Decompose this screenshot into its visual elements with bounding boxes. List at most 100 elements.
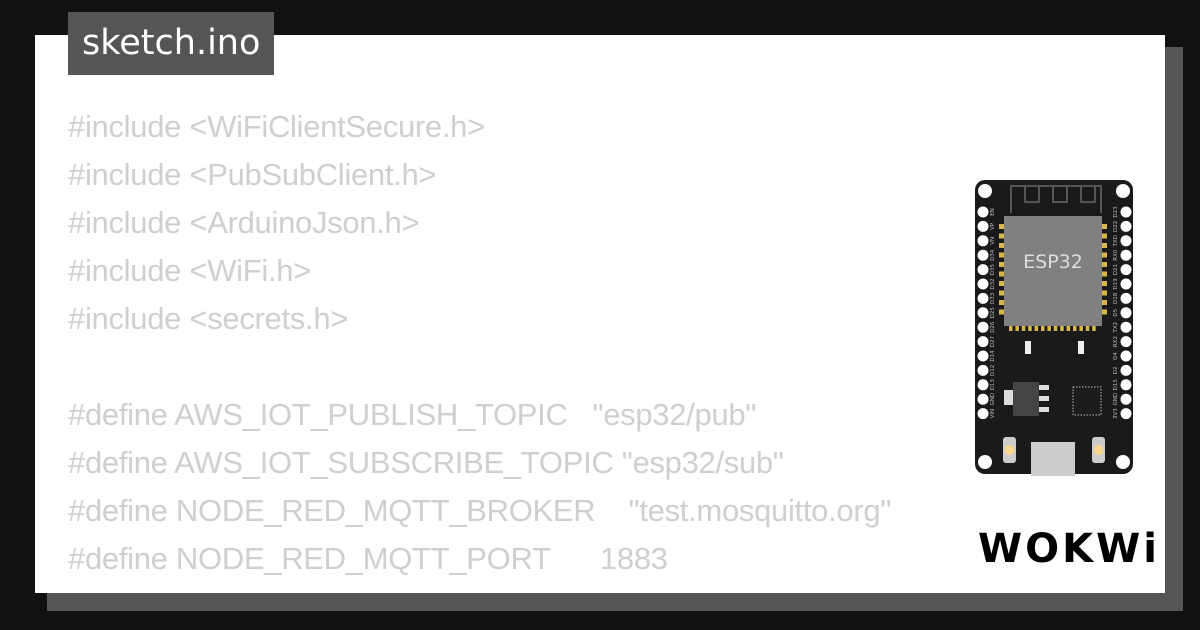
code-line: #include <secrets.h> xyxy=(68,301,349,336)
wokwi-logo: WOKWi xyxy=(978,526,1160,572)
pin-d32[interactable] xyxy=(977,278,989,290)
pin-label: D13 xyxy=(990,379,996,391)
pin-label: GND xyxy=(1113,393,1119,406)
mounting-hole xyxy=(1116,184,1130,198)
pin-d27[interactable] xyxy=(977,336,989,348)
pin-d33[interactable] xyxy=(977,292,989,304)
pin-label: EN xyxy=(990,208,996,216)
chip-pad xyxy=(1101,224,1107,229)
reset-button[interactable] xyxy=(1092,437,1105,463)
chip-pad xyxy=(1009,325,1013,331)
pin-d4[interactable] xyxy=(1120,350,1132,362)
pin-d19[interactable] xyxy=(1120,278,1132,290)
pin-d15[interactable] xyxy=(1120,379,1132,391)
pin-label: GND xyxy=(990,393,996,406)
pin-tx2[interactable] xyxy=(1120,321,1132,333)
chip-pad xyxy=(1021,325,1026,331)
pin-txd[interactable] xyxy=(1120,235,1132,247)
pin-d34[interactable] xyxy=(977,249,989,261)
antenna-icon xyxy=(1010,185,1102,213)
pin-d35[interactable] xyxy=(977,264,989,276)
pin-label: D32 xyxy=(990,278,996,289)
pin-3v3[interactable] xyxy=(1120,408,1132,420)
chip-pad xyxy=(999,281,1005,286)
pin-label: TX2 xyxy=(1113,322,1119,334)
pin-gnd[interactable] xyxy=(1120,393,1132,405)
pin-d5[interactable] xyxy=(1120,307,1132,319)
chip-pad xyxy=(999,224,1005,229)
code-line: #define NODE_RED_MQTT_PORT 1883 xyxy=(68,541,668,576)
code-line: #include <ArduinoJson.h> xyxy=(68,205,420,240)
pin-label: D14 xyxy=(990,350,996,362)
pin-gnd[interactable] xyxy=(977,393,989,405)
code-line: #define AWS_IOT_SUBSCRIBE_TOPIC "esp32/s… xyxy=(68,445,784,480)
pin-vin[interactable] xyxy=(977,408,989,420)
chip-pad xyxy=(1101,233,1107,239)
pin-rx0[interactable] xyxy=(1120,249,1132,261)
boot-button[interactable] xyxy=(1003,437,1016,463)
pin-label: RX0 xyxy=(1113,249,1119,261)
chip-pad xyxy=(1047,325,1051,331)
pin-d2[interactable] xyxy=(1120,364,1132,376)
code-listing: #include <WiFiClientSecure.h>#include <P… xyxy=(68,103,891,593)
pin-label: D2 xyxy=(1113,367,1119,375)
code-line: #define NODE_RED_MQTT_BROKER "test.mosqu… xyxy=(68,493,892,528)
pin-label: D23 xyxy=(1113,206,1119,218)
pin-d22[interactable] xyxy=(1120,220,1132,232)
pin-label: D12 xyxy=(990,365,996,376)
pin-label: VN xyxy=(990,237,996,245)
chip-pad xyxy=(999,290,1005,296)
regulator-lead xyxy=(1039,407,1049,412)
pin-d14[interactable] xyxy=(977,350,989,362)
chip-pad xyxy=(1092,325,1096,331)
pin-d26[interactable] xyxy=(977,321,989,333)
chip-pad xyxy=(1034,325,1039,331)
chip-pad xyxy=(1101,262,1107,267)
pin-rx2[interactable] xyxy=(1120,336,1132,348)
pin-label: TXD xyxy=(1113,235,1119,247)
chip-pad xyxy=(1066,325,1071,331)
pin-label: D35 xyxy=(990,263,996,275)
chip-pad xyxy=(1101,271,1107,277)
pin-vp[interactable] xyxy=(977,220,989,232)
regulator-lead xyxy=(1039,385,1049,390)
pin-label: D25 xyxy=(990,307,996,319)
pin-d25[interactable] xyxy=(977,307,989,319)
led xyxy=(1078,341,1084,354)
pin-label: VP xyxy=(990,222,996,230)
chip-pad xyxy=(1101,290,1107,296)
chip-pad xyxy=(1101,300,1107,305)
chip-pad xyxy=(1015,325,1019,331)
chip-pad xyxy=(999,271,1005,277)
chip-pad xyxy=(1101,252,1107,258)
chip-pad xyxy=(1085,325,1090,331)
pin-d21[interactable] xyxy=(1120,264,1132,276)
chip-pad xyxy=(1073,325,1077,331)
chip-pad xyxy=(1053,325,1058,331)
pin-label: D21 xyxy=(1113,264,1119,275)
chip-pad xyxy=(1101,309,1107,315)
chip-pad xyxy=(999,262,1005,267)
esp32-board[interactable]: ESP32 ENVPVND34D35D32D33D25D26D27D14D12D… xyxy=(975,180,1135,480)
pin-d12[interactable] xyxy=(977,364,989,376)
pin-en[interactable] xyxy=(977,206,989,218)
pin-label: 3V3 xyxy=(1113,408,1119,419)
pin-d18[interactable] xyxy=(1120,292,1132,304)
pin-label: D5 xyxy=(1113,308,1119,316)
pin-d13[interactable] xyxy=(977,379,989,391)
pin-label: D26 xyxy=(990,321,996,333)
code-line: #include <WiFi.h> xyxy=(68,253,312,288)
chip-pad xyxy=(999,300,1005,305)
code-line: #include <PubSubClient.h> xyxy=(68,157,437,192)
chip-pad xyxy=(1101,243,1107,248)
chip-pad xyxy=(1028,325,1032,331)
chip-label: ESP32 xyxy=(1023,251,1083,273)
pin-label: D4 xyxy=(1113,352,1119,360)
code-line: #define NODE_RED_MQTT_TOPIC "" xyxy=(68,583,891,593)
pin-label: D18 xyxy=(1113,292,1119,304)
pin-d23[interactable] xyxy=(1120,206,1132,218)
pin-label: VIN xyxy=(990,409,996,419)
chip-pad xyxy=(999,233,1005,239)
pin-vn[interactable] xyxy=(977,235,989,247)
pin-label: D19 xyxy=(1113,278,1119,290)
